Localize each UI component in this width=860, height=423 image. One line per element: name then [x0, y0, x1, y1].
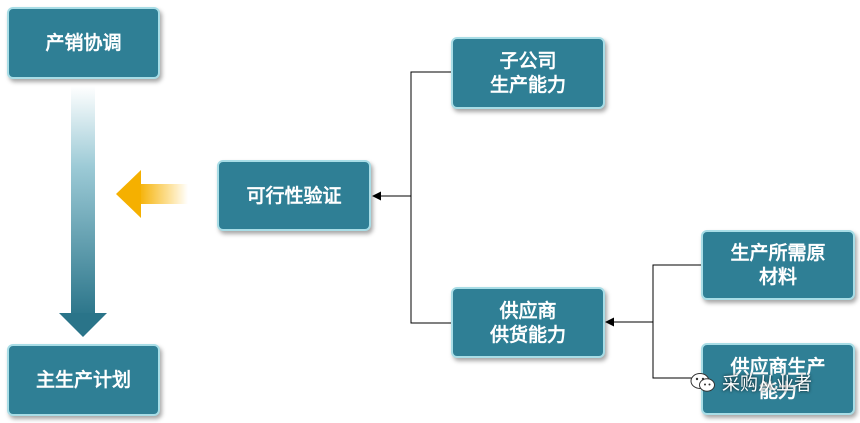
node-subsidiary-line1: 子公司: [499, 50, 557, 72]
watermark-text: 采购从业者: [722, 374, 812, 395]
node-supplier-capacity: 供应商 供货能力: [451, 287, 605, 358]
node-supplier-production-line1: 供应商生产: [730, 356, 826, 378]
node-master-plan-label: 主生产计划: [35, 369, 131, 391]
node-supplier-production: 供应商生产 能力: [701, 343, 855, 415]
node-feasibility-label: 可行性验证: [246, 184, 342, 207]
node-feasibility: 可行性验证: [217, 160, 371, 231]
wechat-icon: [690, 372, 716, 394]
node-materials-line2: 材料: [758, 266, 797, 288]
node-master-plan: 主生产计划: [7, 344, 160, 416]
node-coordination-label: 产销协调: [45, 32, 122, 54]
connector-to-supplier: [611, 264, 701, 379]
node-supplier-line2: 供货能力: [489, 323, 566, 346]
flow-down-arrow: [59, 86, 107, 337]
node-raw-materials: 生产所需原 材料: [701, 230, 855, 300]
watermark: 采购从业者: [690, 370, 812, 396]
node-materials-line1: 生产所需原: [730, 242, 826, 264]
connector-to-feasibility: [378, 71, 451, 324]
node-coordination: 产销协调: [7, 7, 160, 79]
node-supplier-production-line2: 能力: [758, 380, 797, 402]
feedback-left-arrow: [116, 170, 188, 218]
arrowhead-feasibility: [372, 191, 381, 201]
node-subsidiary-capacity: 子公司 生产能力: [451, 37, 605, 109]
node-supplier-line1: 供应商: [499, 299, 557, 322]
node-subsidiary-line2: 生产能力: [489, 74, 566, 96]
arrowhead-supplier: [605, 317, 614, 327]
